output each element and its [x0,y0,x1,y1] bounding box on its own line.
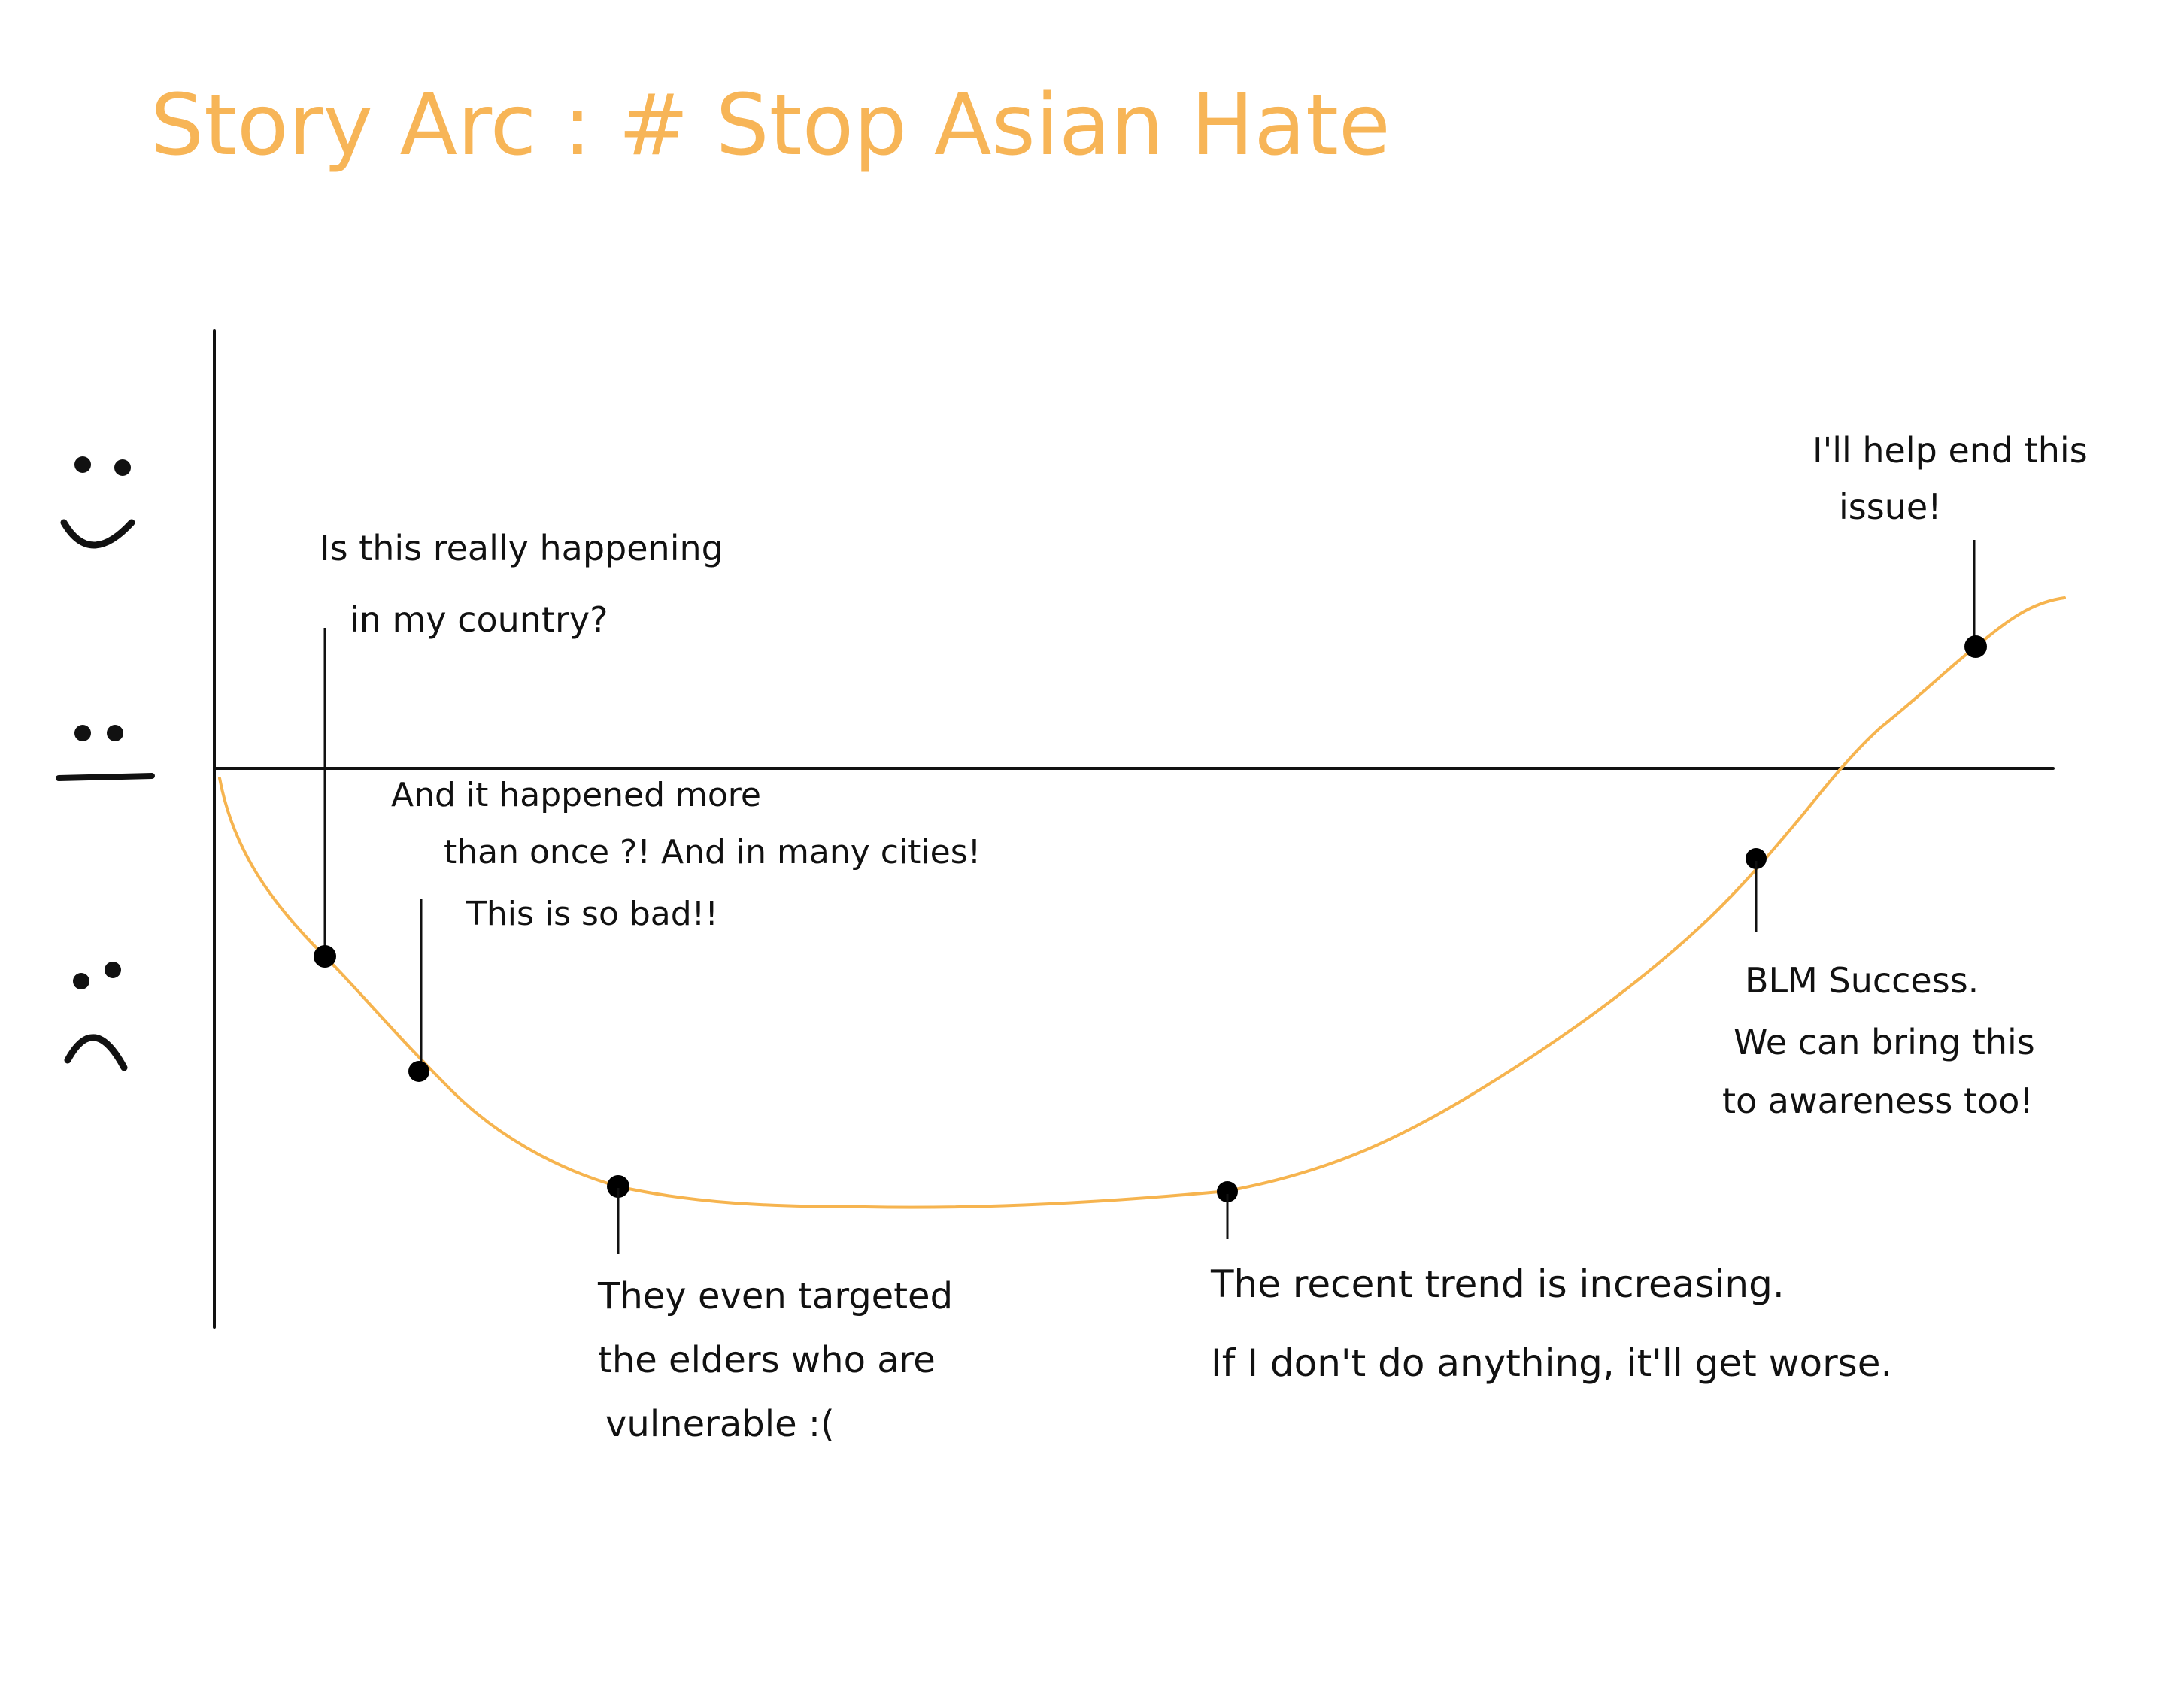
milestone-point [314,945,336,968]
annotation-line: This is so bad!! [466,895,718,933]
milestone-2 [408,899,429,1082]
milestone-point [607,1175,629,1198]
milestone-5 [1746,848,1767,932]
annotation-line: the elders who are [598,1339,936,1381]
annotation-line: in my country? [350,599,608,640]
milestone-point [1217,1181,1238,1202]
milestone-point [408,1061,429,1082]
milestone-point [1746,848,1767,869]
annotation-line: We can bring this [1734,1022,2035,1062]
annotation-line: They even targeted [597,1275,953,1317]
diagram-title: Story Arc : # Stop Asian Hate [150,77,1391,174]
annotation-4: The recent trend is increasing. If I don… [1210,1262,1892,1385]
milestone-point [1964,635,1987,658]
annotation-line: I'll help end this [1812,430,2088,471]
annotation-3: They even targeted the elders who are vu… [597,1275,964,1445]
annotation-2: And it happened more than once ?! And in… [391,776,991,933]
milestone-6 [1964,540,1987,658]
milestone-3 [607,1175,629,1254]
milestone-1 [314,628,336,968]
sad-face-icon [64,962,128,1071]
annotation-line: BLM Success. [1745,960,1979,1001]
annotation-6: I'll help end this issue! [1812,430,2098,527]
milestone-4 [1217,1181,1238,1239]
neutral-face-icon [56,725,155,781]
annotation-line: vulnerable :( [605,1403,835,1445]
annotation-5: BLM Success. We can bring this to awaren… [1722,960,2046,1121]
annotation-line: If I don't do anything, it'll get worse. [1211,1341,1892,1385]
annotation-line: issue! [1839,486,1942,527]
annotation-line: to awareness too! [1722,1080,2034,1121]
annotation-1: Is this really happening in my country? [320,528,734,640]
emotion-arc-curve [218,596,2066,1209]
annotation-line: Is this really happening [320,528,723,568]
happy-face-icon [60,456,135,549]
annotation-line: The recent trend is increasing. [1210,1262,1785,1306]
annotation-line: And it happened more [391,776,761,814]
annotation-line: than once ?! And in many cities! [444,833,981,871]
